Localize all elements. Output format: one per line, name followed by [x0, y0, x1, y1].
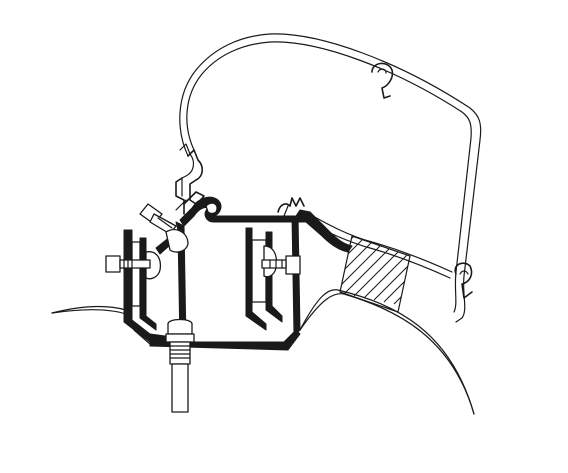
roof-rail: [277, 197, 305, 217]
awning-case: [179, 33, 482, 323]
bracket-tab: [175, 191, 205, 211]
left-clamp: [123, 229, 162, 343]
mount-bolt-vertical: [165, 318, 195, 413]
seal-block: [339, 235, 411, 313]
mount-bolt-angled: [139, 203, 189, 253]
right-clamp: [251, 239, 278, 303]
mount-bolt-left: [105, 255, 151, 273]
mount-bolt-right: [261, 255, 301, 275]
vehicle-roof: [51, 289, 475, 415]
